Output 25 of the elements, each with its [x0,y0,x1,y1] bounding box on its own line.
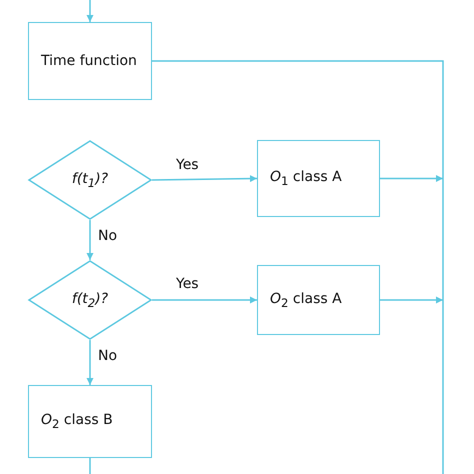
process-box [257,140,380,217]
connector-line [89,458,91,474]
edge-label: No [98,228,118,244]
process-text: Time function [41,53,137,69]
process-box [28,385,152,458]
arrow [152,175,258,182]
process-text: O$_{1}$ class A [270,169,342,188]
process-text: O$_{2}$ class B [41,412,113,431]
arrow [86,340,94,385]
arrow [380,296,443,304]
edge-label: No [98,348,118,364]
edge-label: Yes [176,276,199,292]
process-box [28,22,152,100]
arrow [380,175,443,182]
decision-text: f(t$_{2}$)? [72,290,108,310]
decision-text: f(t$_{1}$)? [72,170,108,190]
decision-diamond [28,260,152,340]
process-text: O$_{2}$ class A [270,290,342,310]
connector-line [152,60,444,474]
edge-label: Yes [176,157,199,173]
arrow [86,0,94,22]
decision-diamond [28,140,152,220]
arrow [86,220,94,260]
arrow [152,296,257,304]
process-box [257,265,380,335]
